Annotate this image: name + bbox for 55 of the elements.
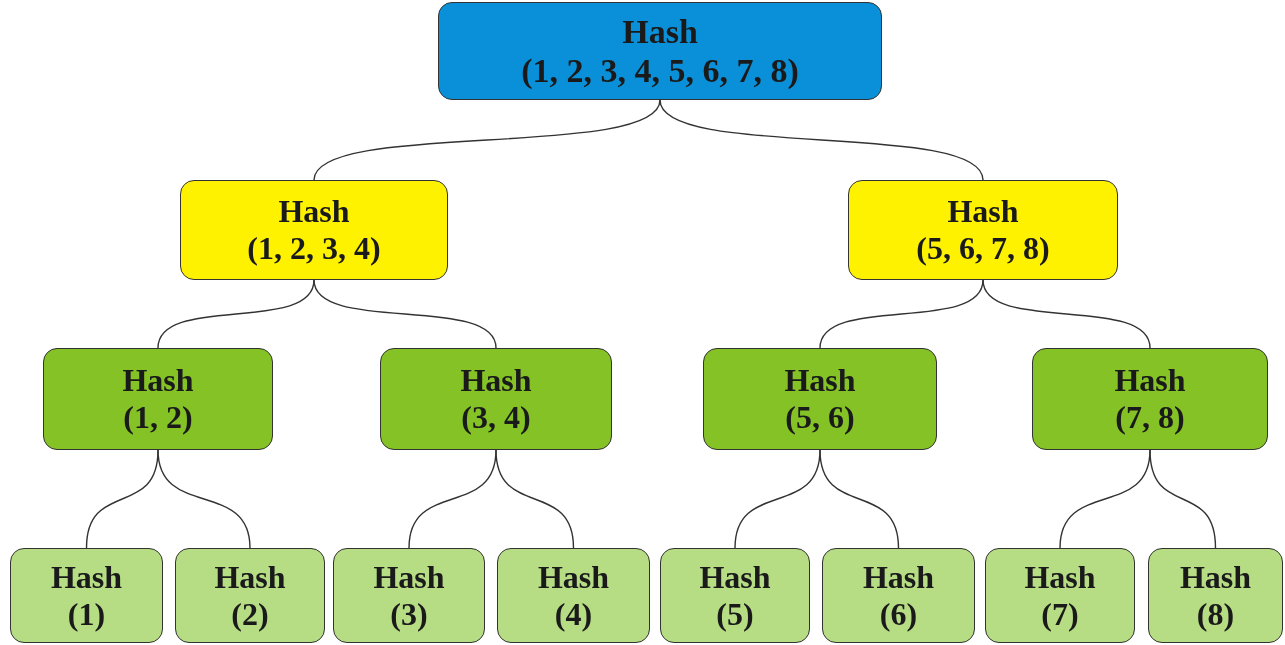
hash-inputs: (5, 6, 7, 8): [916, 230, 1050, 267]
hash-label: Hash: [862, 558, 935, 596]
connector-line: [157, 279, 315, 349]
hash-box: [848, 180, 1118, 280]
connector-line: [659, 99, 984, 181]
hash-box: [333, 548, 485, 643]
hash-inputs: (6): [879, 595, 918, 633]
hash-box: [175, 548, 325, 643]
hash-label: Hash: [50, 558, 123, 596]
connector-line: [157, 449, 251, 549]
hash-label: Hash: [947, 193, 1019, 230]
hash-box: [660, 548, 810, 643]
hash-label: Hash: [784, 362, 856, 399]
hash-inputs: (8): [1196, 595, 1235, 633]
hash-inputs: (5, 6): [785, 399, 855, 436]
hash-inputs: (7, 8): [1115, 399, 1185, 436]
hash-box: [497, 548, 650, 643]
connector-line: [982, 279, 1151, 349]
hash-label: Hash: [622, 11, 698, 51]
hash-label: Hash: [1114, 362, 1186, 399]
hash-inputs: (3, 4): [461, 399, 531, 436]
hash-inputs: (1, 2): [123, 399, 193, 436]
connector-line: [819, 279, 984, 349]
hash-inputs: (1, 2, 3, 4, 5, 6, 7, 8): [521, 51, 799, 91]
hash-box: [822, 548, 975, 643]
hash-label: Hash: [1024, 558, 1096, 596]
hash-box: [1148, 548, 1283, 643]
hash-box: [703, 348, 937, 450]
hash-label: Hash: [214, 558, 286, 596]
hash-inputs: (1, 2, 3, 4): [247, 230, 381, 267]
hash-box: [1032, 348, 1268, 450]
hash-label: Hash: [699, 558, 771, 596]
hash-label: Hash: [1179, 558, 1252, 596]
hash-box: [10, 548, 163, 643]
connector-line: [1149, 449, 1217, 549]
hash-box: [985, 548, 1135, 643]
hash-label: Hash: [122, 362, 194, 399]
hash-inputs: (3): [390, 595, 428, 633]
hash-inputs: (1): [67, 595, 106, 633]
connector-line: [313, 279, 497, 349]
hash-box: [43, 348, 273, 450]
hash-box: [380, 348, 612, 450]
hash-inputs: (7): [1041, 595, 1079, 633]
connector-line: [313, 99, 661, 181]
hash-box: [438, 2, 882, 100]
connector-line: [495, 449, 575, 549]
hash-inputs: (4): [554, 595, 593, 633]
connector-line: [819, 449, 900, 549]
hash-label: Hash: [278, 193, 350, 230]
hash-box: [180, 180, 448, 280]
hash-label: Hash: [373, 558, 445, 596]
hash-inputs: (2): [231, 595, 269, 633]
hash-inputs: (5): [716, 595, 754, 633]
hash-label: Hash: [537, 558, 610, 596]
hash-label: Hash: [460, 362, 532, 399]
